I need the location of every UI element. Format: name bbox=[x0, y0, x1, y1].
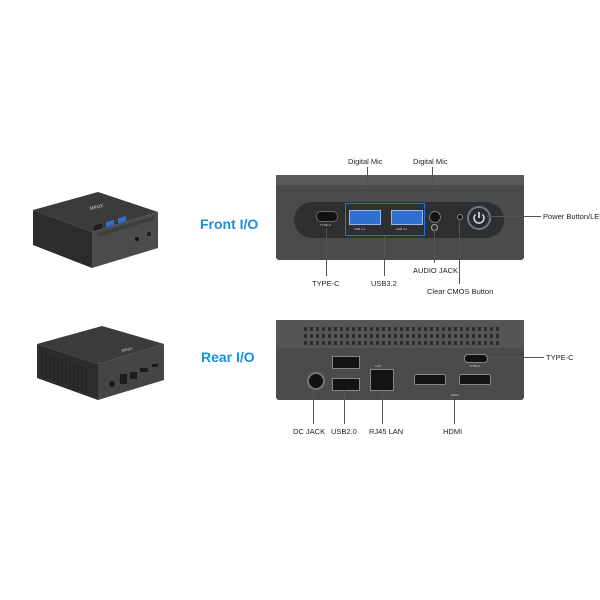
leader-cmos bbox=[459, 219, 460, 284]
label-digital-mic-2: Digital Mic bbox=[413, 157, 448, 166]
front-usb32-port-1 bbox=[349, 210, 381, 225]
label-usb20: USB2.0 bbox=[331, 427, 357, 436]
rear-vent-area bbox=[276, 320, 524, 348]
label-front-type-c: TYPE-C bbox=[312, 279, 340, 288]
vent-row-2 bbox=[304, 334, 500, 338]
leader-dc-jack bbox=[313, 388, 314, 424]
front-usb-a-mark: USB 3.2 bbox=[354, 227, 366, 231]
vent-row-1 bbox=[304, 327, 500, 331]
clear-cmos-button bbox=[457, 214, 463, 220]
leader-front-type-c bbox=[326, 229, 327, 276]
label-clear-cmos: Clear CMOS Button bbox=[427, 287, 494, 296]
label-hdmi: HDMI bbox=[443, 427, 463, 436]
leader-mic-1 bbox=[367, 167, 368, 189]
label-usb32: USB3.2 bbox=[371, 279, 397, 288]
front-type-c-mark: TYPE-C bbox=[320, 223, 332, 227]
label-rj45: RJ45 LAN bbox=[369, 427, 404, 436]
rear-hdmi-mark: HDMI bbox=[451, 393, 459, 397]
rear-usb20-port-1 bbox=[332, 356, 360, 369]
brand-logo-rear: MINIX bbox=[121, 346, 133, 353]
rear-rj45-port bbox=[370, 369, 394, 391]
front-audio-jack bbox=[429, 211, 441, 223]
usb32-highlight-box bbox=[345, 203, 425, 236]
vent-row-3 bbox=[304, 341, 500, 345]
label-dc-jack: DC JACK bbox=[293, 427, 326, 436]
rear-dc-jack bbox=[307, 372, 325, 390]
front-io-title: Front I/O bbox=[200, 216, 259, 232]
leader-hdmi bbox=[454, 400, 455, 424]
rear-lan-mark: LAN bbox=[375, 364, 381, 368]
front-panel-top-edge bbox=[276, 175, 524, 185]
label-digital-mic-1: Digital Mic bbox=[348, 157, 383, 166]
power-button bbox=[467, 206, 491, 230]
rear-type-c-port bbox=[464, 354, 488, 363]
rear-io-title: Rear I/O bbox=[201, 349, 255, 365]
rear-type-c-mark: TYPE-C bbox=[469, 364, 481, 368]
power-icon bbox=[473, 212, 485, 224]
rear-hdmi-port-1 bbox=[414, 374, 446, 385]
leader-rj45 bbox=[382, 390, 383, 424]
leader-usb20 bbox=[344, 390, 345, 424]
rear-device-image: MINIX bbox=[37, 326, 164, 400]
brand-logo: MINIX bbox=[89, 203, 104, 212]
rear-usb20-port-2 bbox=[332, 378, 360, 391]
rear-hdmi-port-2 bbox=[459, 374, 491, 385]
leader-rear-type-c bbox=[486, 357, 544, 358]
front-usb-b-mark: USB 3.2 bbox=[396, 227, 408, 231]
leader-audio bbox=[434, 230, 435, 263]
leader-usb32 bbox=[384, 236, 385, 276]
front-device-image: MINIX bbox=[33, 192, 158, 268]
label-rear-type-c: TYPE-C bbox=[546, 353, 574, 362]
label-power-button: Power Button/LED bbox=[543, 212, 600, 221]
front-usb32-port-2 bbox=[391, 210, 423, 225]
label-audio-jack: AUDIO JACK bbox=[413, 266, 459, 275]
front-type-c-port bbox=[316, 211, 338, 222]
leader-mic-2 bbox=[432, 167, 433, 189]
leader-power bbox=[487, 216, 541, 217]
